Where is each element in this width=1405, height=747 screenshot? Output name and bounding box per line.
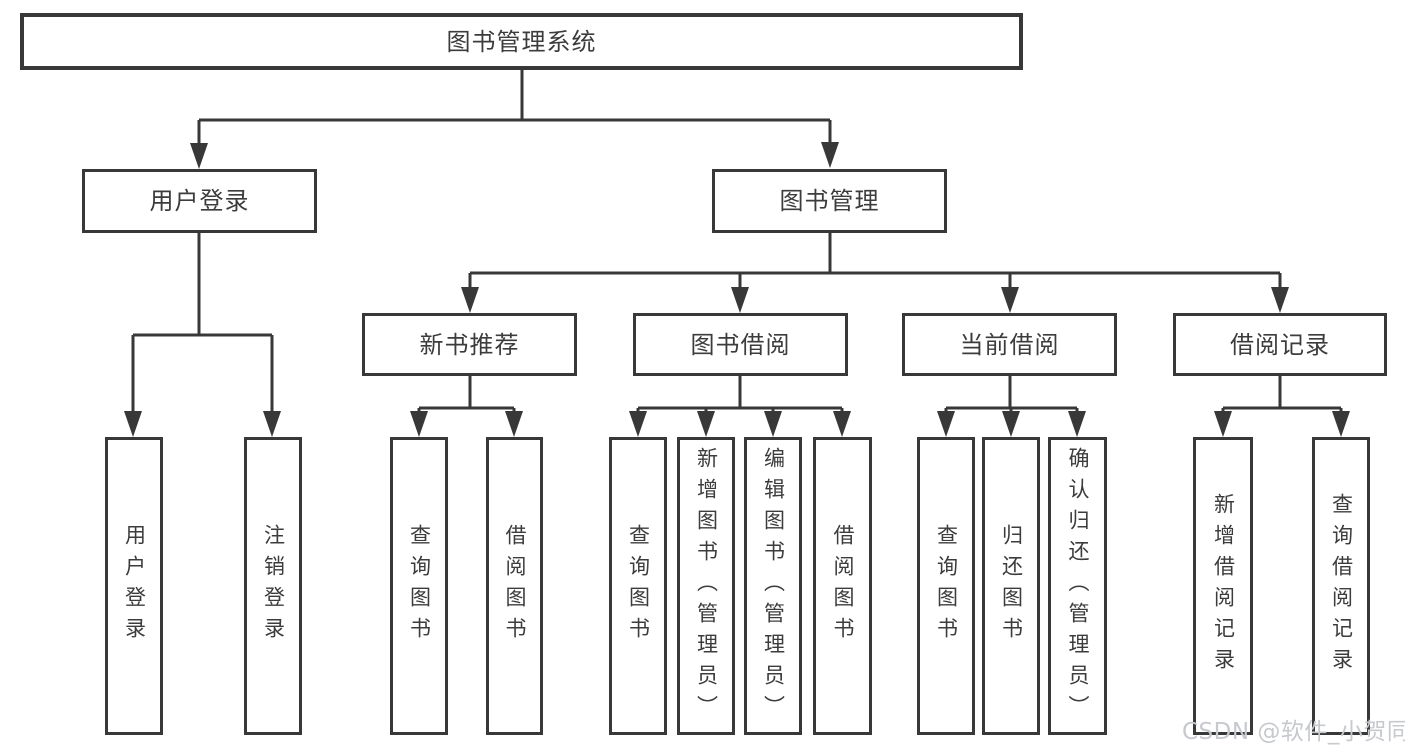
arrowhead-icon: [1332, 411, 1350, 437]
node-label: 新书推荐: [419, 330, 520, 359]
node-label: 借阅记录: [1230, 330, 1330, 359]
arrowhead-icon: [697, 411, 715, 437]
arrowhead-icon: [1002, 411, 1020, 437]
arrowhead-icon: [505, 411, 523, 437]
connector-recommend-to-children: [417, 376, 516, 433]
node-book-management: 图书管理: [712, 169, 947, 233]
node-library-system: 图书管理系统: [20, 13, 1023, 70]
leaf-borrow-borrow-books: 借阅图书: [813, 437, 872, 735]
node-book-borrowing: 图书借阅: [633, 313, 848, 376]
leaf-logout: 注销登录: [244, 437, 302, 735]
node-label: 图书借阅: [690, 330, 791, 359]
connector-book-mgmt-to-level3: [468, 233, 1282, 309]
leaf-label: 注销登录: [261, 524, 286, 648]
arrowhead-icon: [410, 411, 428, 437]
leaf-label: 新增图书（管理员）: [694, 446, 719, 726]
leaf-label: 编辑图书（管理员）: [761, 446, 786, 726]
leaf-borrow-query-books: 查询图书: [609, 437, 667, 735]
leaf-records-add-record: 新增借阅记录: [1193, 437, 1253, 735]
leaf-label: 归还图书: [999, 524, 1024, 648]
arrowhead-icon: [731, 287, 749, 313]
arrowhead-icon: [1271, 287, 1289, 313]
leaf-current-return-books: 归还图书: [982, 437, 1040, 735]
arrowhead-icon: [764, 411, 782, 437]
node-new-book-recommend: 新书推荐: [362, 313, 577, 376]
leaf-recommend-borrow-books: 借阅图书: [486, 437, 543, 735]
connector-user-login-to-children: [131, 233, 274, 433]
leaf-label: 借阅图书: [831, 524, 855, 648]
arrowhead-icon: [263, 411, 281, 437]
connector-borrow-to-children: [636, 376, 844, 433]
leaf-user-login: 用户登录: [105, 437, 163, 735]
node-label: 当前借阅: [959, 330, 1060, 359]
leaf-label: 确认归还（管理员）: [1066, 446, 1090, 726]
arrowhead-icon: [461, 287, 479, 313]
node-current-borrowing: 当前借阅: [902, 313, 1117, 376]
leaf-label: 借阅图书: [503, 524, 527, 648]
arrowhead-icon: [833, 411, 851, 437]
node-borrowing-records: 借阅记录: [1173, 313, 1387, 376]
watermark: CSDN @软件_小贺同学: [1182, 719, 1405, 745]
arrowhead-icon: [1001, 287, 1019, 313]
arrowhead-icon: [190, 143, 208, 169]
arrowhead-icon: [629, 411, 647, 437]
leaf-label: 查询图书: [626, 524, 651, 648]
arrowhead-icon: [1068, 411, 1086, 437]
leaf-label: 新增借阅记录: [1211, 493, 1236, 679]
leaf-current-query-books: 查询图书: [917, 437, 975, 735]
leaf-label: 查询图书: [407, 524, 432, 648]
arrowhead-icon: [937, 411, 955, 437]
node-label: 用户登录: [149, 187, 250, 215]
node-label: 图书管理: [779, 187, 880, 215]
node-user-login: 用户登录: [82, 169, 317, 233]
connector-records-to-children: [1221, 376, 1343, 433]
leaf-recommend-query-books: 查询图书: [390, 437, 448, 735]
node-label: 图书管理系统: [446, 27, 597, 56]
connector-current-to-children: [944, 376, 1079, 433]
leaf-current-confirm-return-admin: 确认归还（管理员）: [1048, 437, 1107, 735]
connector-root-to-level2: [197, 70, 832, 165]
arrowhead-icon: [821, 142, 839, 168]
arrowhead-icon: [1214, 411, 1232, 437]
leaf-borrow-edit-books-admin: 编辑图书（管理员）: [744, 437, 802, 735]
leaf-borrow-add-books-admin: 新增图书（管理员）: [677, 437, 735, 735]
leaf-label: 查询借阅记录: [1329, 493, 1354, 679]
leaf-records-query-record: 查询借阅记录: [1312, 437, 1370, 735]
leaf-label: 查询图书: [934, 524, 959, 648]
leaf-label: 用户登录: [122, 524, 147, 648]
arrowhead-icon: [124, 411, 142, 437]
